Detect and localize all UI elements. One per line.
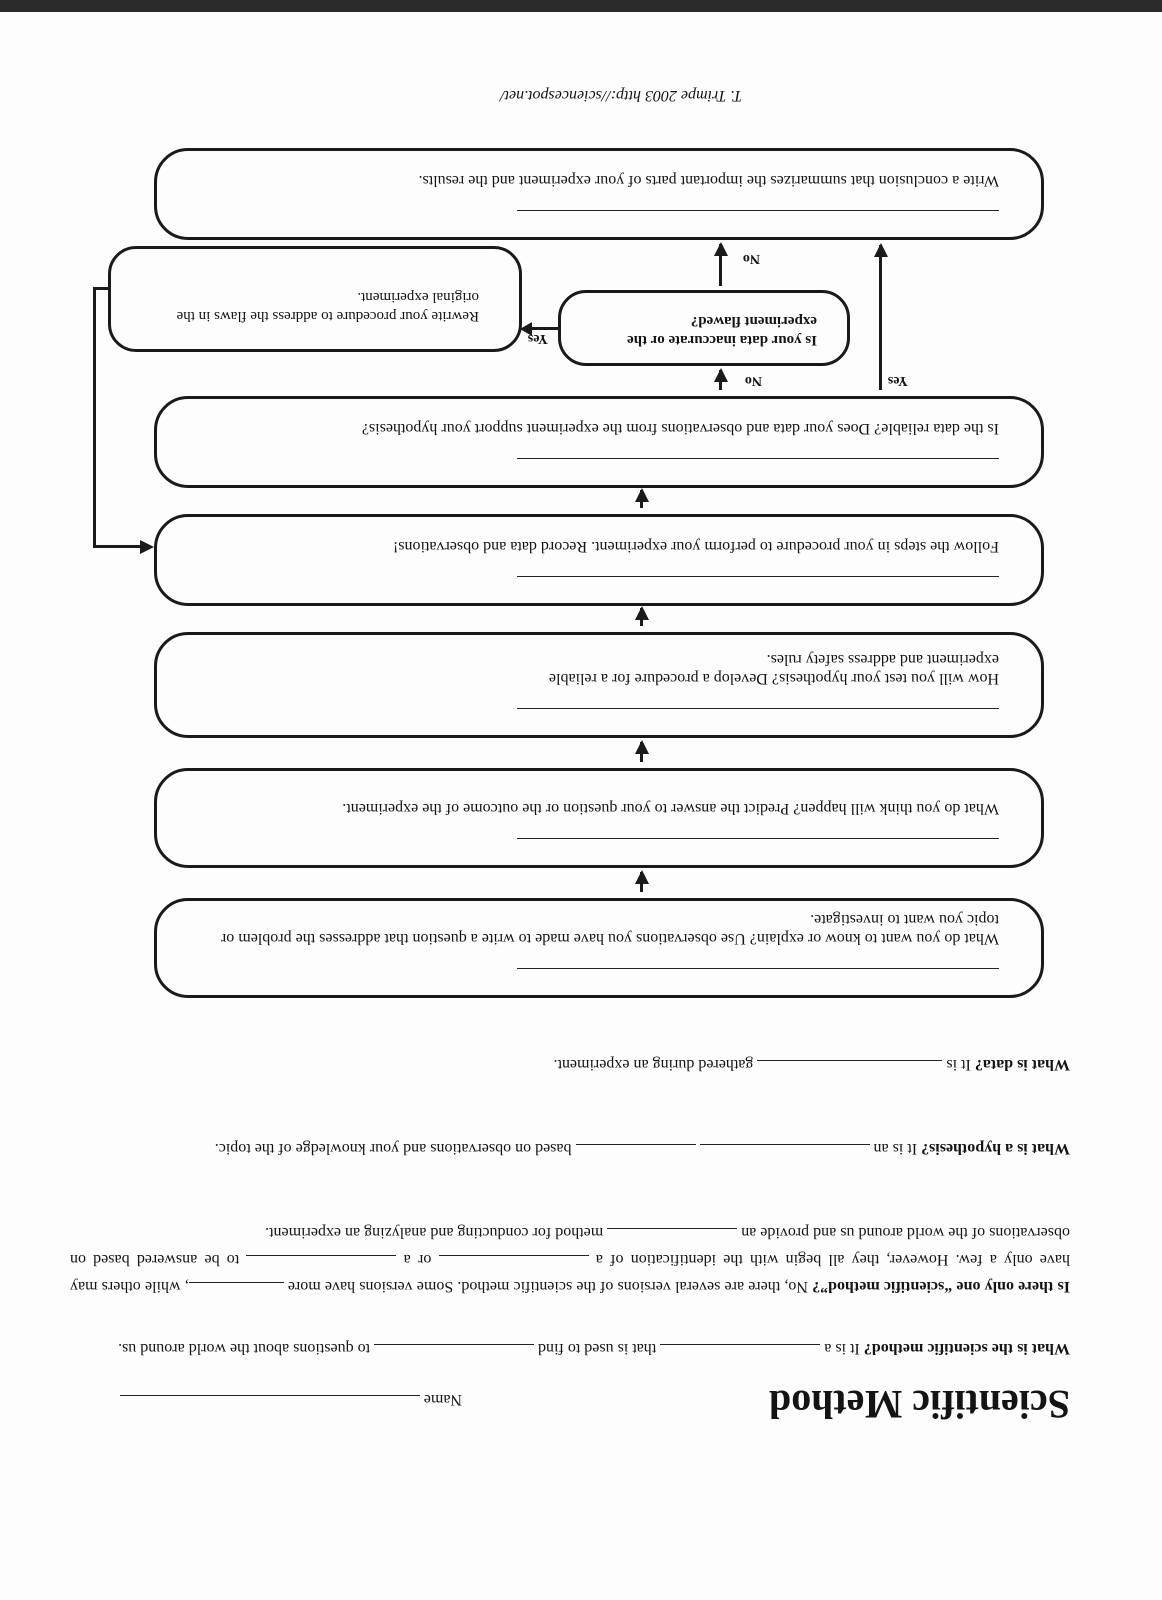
fill-blank[interactable] bbox=[188, 1282, 284, 1297]
name-field: Name bbox=[119, 1390, 462, 1410]
step-hypothesis-area: What do you think will happen? Predict t… bbox=[193, 799, 999, 839]
fill-blank[interactable] bbox=[757, 1060, 943, 1075]
question-lead: What is data? bbox=[974, 1056, 1070, 1073]
question-only-one-method: Is there only one “scientific method”? N… bbox=[69, 1224, 1070, 1297]
loop-line-left bbox=[94, 545, 140, 548]
fill-blank[interactable] bbox=[607, 1228, 738, 1243]
fill-blank[interactable] bbox=[246, 1255, 397, 1270]
arrow-down bbox=[640, 490, 643, 508]
step-text: Follow the steps in your procedure to pe… bbox=[392, 538, 999, 555]
question-hypothesis: What is a hypothesis? It is an based on … bbox=[214, 1140, 1070, 1159]
step-conclusion-area: Write a conclusion that summarizes the i… bbox=[193, 171, 999, 211]
step-conclusion-box: Write a conclusion that summarizes the i… bbox=[154, 148, 1044, 240]
label-no: No bbox=[744, 373, 762, 388]
name-blank[interactable] bbox=[119, 1395, 420, 1410]
step-procedure-area: How will you test your hypothesis? Devel… bbox=[193, 650, 999, 709]
answer-line[interactable] bbox=[517, 458, 999, 459]
rewrite-text: Rewrite your procedure to address the fl… bbox=[176, 289, 479, 324]
fill-blank[interactable] bbox=[699, 1144, 870, 1159]
step-question-area: What do you want to know or explain? Use… bbox=[193, 910, 999, 969]
answer-line[interactable] bbox=[517, 708, 999, 709]
fill-blank[interactable] bbox=[374, 1344, 535, 1359]
fill-blank[interactable] bbox=[575, 1144, 696, 1159]
question-scientific-method: What is the scientific method? It is a t… bbox=[118, 1340, 1070, 1359]
step-hypothesis-box: What do you think will happen? Predict t… bbox=[154, 768, 1044, 868]
fill-blank[interactable] bbox=[438, 1255, 589, 1270]
step-procedure-box: How will you test your hypothesis? Devel… bbox=[154, 632, 1044, 738]
question-lead: What is the scientific method? bbox=[863, 1340, 1070, 1357]
arrow-yes-to-rewrite bbox=[528, 327, 558, 330]
credit-line: T. Trimpe 2003 http://sciencespot.net/ bbox=[500, 87, 742, 104]
arrow-no-to-flawed bbox=[719, 370, 722, 390]
step-text: What do you want to know or explain? Use… bbox=[220, 911, 999, 947]
worksheet-title: Scientific Method bbox=[768, 1382, 1070, 1427]
arrow-down bbox=[640, 742, 643, 762]
label-yes: Yes bbox=[887, 373, 908, 388]
step-text: Is the data reliable? Does your data and… bbox=[361, 420, 999, 437]
question-lead: What is a hypothesis? bbox=[921, 1140, 1070, 1157]
step-analyze-area: Is the data reliable? Does your data and… bbox=[193, 419, 999, 459]
answer-line[interactable] bbox=[517, 968, 999, 969]
step-experiment-box: Follow the steps in your procedure to pe… bbox=[154, 514, 1044, 606]
arrow-head bbox=[140, 540, 154, 554]
step-text: How will you test your hypothesis? Devel… bbox=[548, 651, 999, 687]
fill-blank[interactable] bbox=[660, 1344, 821, 1359]
loop-line-right bbox=[94, 287, 108, 290]
step-question-box: What do you want to know or explain? Use… bbox=[154, 898, 1044, 998]
flaw-question-box: Is your data inaccurate or the experimen… bbox=[558, 290, 850, 366]
step-analyze-box: Is the data reliable? Does your data and… bbox=[154, 396, 1044, 488]
flaw-question-text: Is your data inaccurate or the experimen… bbox=[627, 313, 817, 348]
answer-line[interactable] bbox=[517, 838, 999, 839]
arrow-yes-to-conclusion bbox=[879, 245, 882, 390]
arrow-no-to-conclusion bbox=[719, 244, 722, 286]
arrow-down bbox=[640, 608, 643, 626]
label-no: No bbox=[742, 251, 760, 266]
loop-line-vertical bbox=[93, 287, 96, 548]
step-experiment-area: Follow the steps in your procedure to pe… bbox=[193, 537, 999, 577]
step-text: What do you think will happen? Predict t… bbox=[342, 800, 999, 817]
rewrite-area: Rewrite your procedure to address the fl… bbox=[127, 287, 479, 327]
answer-line[interactable] bbox=[517, 210, 999, 211]
name-label: Name bbox=[423, 1391, 462, 1408]
answer-line[interactable] bbox=[517, 576, 999, 577]
scan-edge bbox=[0, 0, 1162, 12]
step-text: Write a conclusion that summarizes the i… bbox=[418, 172, 999, 189]
question-lead: Is there only one “scientific method”? bbox=[812, 1278, 1070, 1295]
question-data: What is data? It is gathered during an e… bbox=[553, 1056, 1070, 1075]
arrow-down bbox=[640, 872, 643, 892]
rewrite-box: Rewrite your procedure to address the fl… bbox=[108, 246, 522, 352]
